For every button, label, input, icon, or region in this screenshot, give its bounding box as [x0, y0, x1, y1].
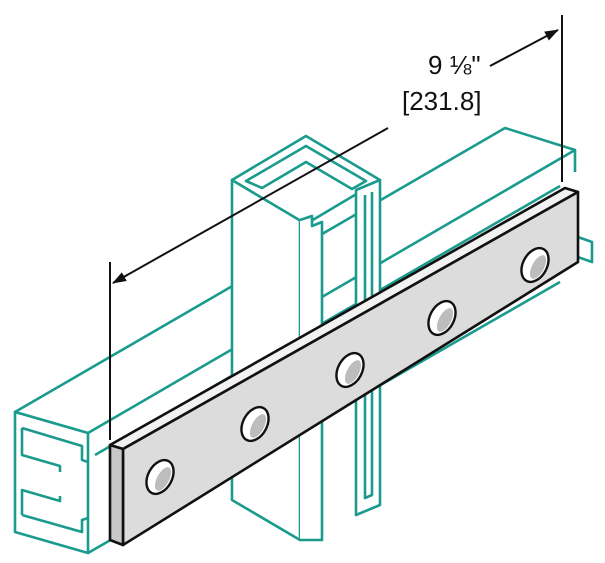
plate-hole-3: [335, 351, 365, 389]
horizontal-channel-slot-top: [20, 426, 89, 472]
plate-holes: [145, 246, 550, 496]
vertical-channel-inner-opening: [244, 144, 368, 191]
dimension-imperial-label: 9 ⅛": [428, 50, 481, 80]
plate-left-end: [108, 443, 125, 547]
plate-hole-4: [427, 299, 457, 337]
plate-hole-1: [145, 458, 175, 496]
plate-hole-2: [240, 405, 270, 443]
dimension-metric-label: [231.8]: [402, 86, 482, 116]
dimension-lines: [109, 15, 563, 440]
dimension-arrow-right: [489, 29, 559, 67]
plate-hole-5: [520, 246, 550, 284]
dimension-arrow-left: [112, 127, 389, 284]
horizontal-channel-slot-bottom: [20, 488, 89, 534]
